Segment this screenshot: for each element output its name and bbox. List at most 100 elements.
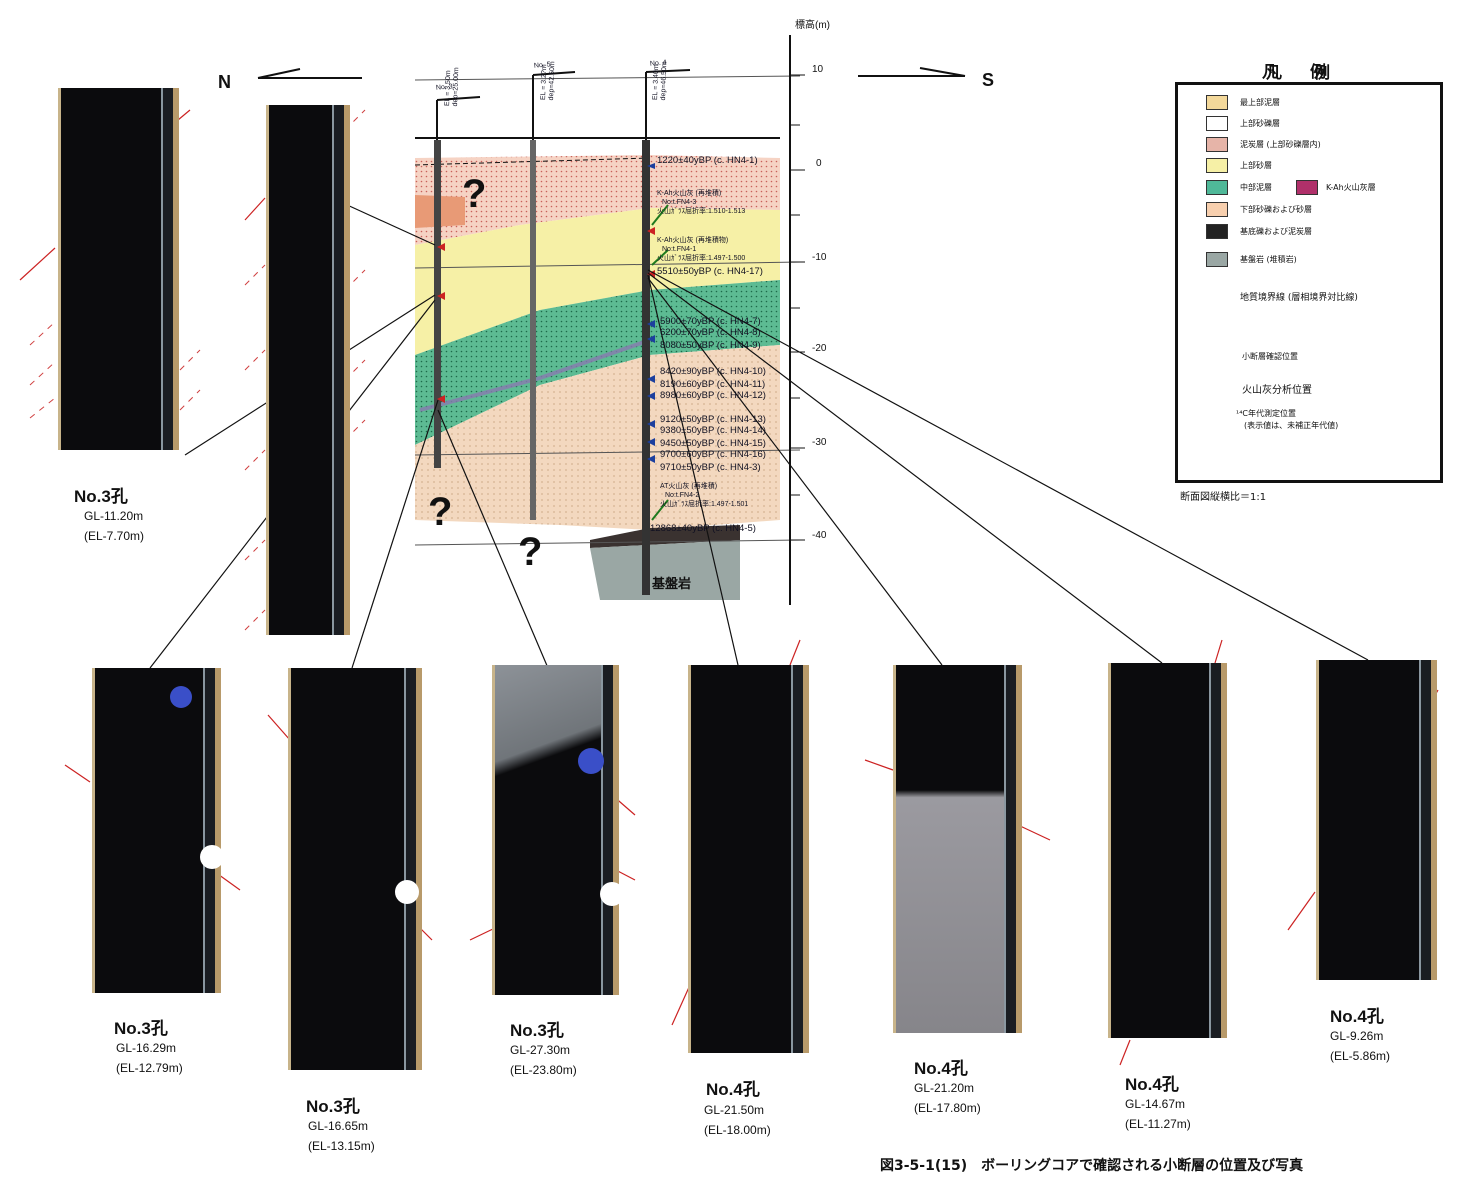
- legend-label-1: 最上部泥層: [1240, 98, 1280, 107]
- layer-lower-gravel-sand: [415, 345, 780, 530]
- legend-label-9: 基盤岩 (堆積岩): [1240, 255, 1297, 264]
- caption-8-el: (EL-5.86m): [1330, 1049, 1391, 1063]
- caption-5-hole: No.4孔: [706, 1080, 760, 1099]
- annotation-1: 1220±40yBP (c. HN4-1): [657, 155, 758, 166]
- south-arrow-head: [919, 67, 966, 77]
- photo-fault-arrows: [19, 109, 1439, 1066]
- photo-white-dot-1: [200, 845, 224, 869]
- annotation-23: 12868±40yBP (c. HN4-5): [650, 523, 756, 534]
- annotation-7: 火山ｶﾞﾗｽ屈折率:1.497-1.500: [657, 255, 746, 262]
- annotation-6: No:t.FN4-1: [662, 246, 697, 253]
- legend-swatch-2: [1206, 116, 1228, 131]
- caption-5-gl: GL-21.50m: [704, 1103, 765, 1117]
- caption-4-el: (EL-23.80m): [510, 1063, 577, 1077]
- core-photo-no3-gl11.20: [58, 88, 179, 450]
- question-mark-upper: ?: [462, 172, 487, 216]
- annotation-2: K-Ah火山灰 (再堆積): [657, 190, 722, 197]
- south-label: S: [982, 70, 995, 90]
- annotation-18: 9700±60yBP (c. HN4-16): [660, 449, 766, 460]
- annotation-14: 8980±60yBP (c. HN4-12): [660, 390, 766, 401]
- caption-2-gl: GL-16.29m: [116, 1041, 177, 1055]
- photo-blue-dot-1: [170, 686, 192, 708]
- borehole-no4-flag: [645, 69, 691, 73]
- caption-7-el: (EL-11.27m): [1125, 1117, 1191, 1131]
- caption-8-gl: GL-9.26m: [1330, 1029, 1384, 1043]
- caption-2-el: (EL-12.79m): [116, 1061, 183, 1075]
- legend-swatch-9: [1206, 252, 1228, 267]
- caption-1-gl: GL-11.20m: [84, 509, 144, 523]
- annotation-20: AT火山灰 (再堆積): [660, 483, 718, 490]
- caption-7-gl: GL-14.67m: [1125, 1097, 1186, 1111]
- caption-1-el: (EL-7.70m): [84, 529, 145, 543]
- annotation-15: 9120±50yBP (c. HN4-13): [660, 414, 766, 425]
- layer-basement-rock: [590, 540, 740, 600]
- scale-tick-minus40: -40: [812, 530, 827, 541]
- legend-symbol-date-note: (表示値は、未補正年代値): [1244, 421, 1339, 430]
- annotation-10: 6200±70yBP (c. HN4-8): [660, 327, 761, 338]
- kah-ash-line: [419, 338, 651, 412]
- annotation-4: 火山ｶﾞﾗｽ屈折率:1.510-1.513: [657, 208, 746, 215]
- legend-label-6: K-Ah火山灰層: [1326, 183, 1376, 192]
- core-photo-no3-gl16.65: [288, 668, 422, 1070]
- dashed-boundary: [414, 157, 651, 166]
- connector-lines: [149, 203, 1369, 669]
- caption-2-hole: No.3孔: [114, 1019, 168, 1038]
- scale-tick-10: 10: [812, 64, 824, 75]
- scale-tick-minus30: -30: [812, 437, 827, 448]
- legend-label-5: 中部泥層: [1240, 183, 1272, 192]
- photo-white-dot-2: [395, 880, 419, 904]
- annotation-3: No:t.FN4-3: [662, 199, 697, 206]
- borehole-no5-column: [530, 140, 536, 520]
- scale-tick-minus20: -20: [812, 343, 827, 354]
- layer-uppermost-mud: [415, 148, 780, 158]
- date-markers: [647, 163, 655, 463]
- borehole-no3-column: [434, 140, 441, 468]
- core-photo-no4-gl9.26: [1316, 660, 1437, 980]
- datum-line-0: [414, 75, 801, 81]
- ash-markers: [651, 204, 669, 521]
- legend-title-outer: 凡 例: [1262, 62, 1327, 81]
- datum-line-30: [414, 449, 801, 456]
- north-label: N: [218, 72, 231, 92]
- annotation-16: 9380±50yBP (c. HN4-14): [660, 425, 766, 436]
- annotation-21: No:t.FN4-2: [665, 492, 700, 499]
- legend-swatch-5: [1206, 180, 1228, 195]
- legend-ratio: 断面図縦横比＝1:1: [1180, 492, 1267, 503]
- caption-7-hole: No.4孔: [1125, 1075, 1179, 1094]
- caption-6-gl: GL-21.20m: [914, 1081, 975, 1095]
- elevation-scale-ticks: [790, 74, 805, 541]
- borehole-no4-column: [642, 140, 650, 595]
- annotation-13: 8190±60yBP (c. HN4-11): [660, 379, 766, 390]
- legend-line-label: 地質境界線 (層相境界対比線): [1240, 293, 1358, 303]
- legend-symbol-date: ¹⁴C年代測定位置: [1236, 409, 1296, 418]
- geologic-layers: [415, 148, 780, 600]
- caption-3-gl: GL-16.65m: [308, 1119, 369, 1133]
- annotation-11: 8080±50yBP (c. HN4-9): [660, 340, 761, 351]
- caption-5-el: (EL-18.00m): [704, 1123, 771, 1137]
- annotation-17: 9450±50yBP (c. HN4-15): [660, 438, 766, 449]
- annotation-8: 5510±50yBP (c. HN4-17): [657, 266, 763, 277]
- legend-label-4: 上部砂層: [1240, 161, 1272, 170]
- legend-symbol-fault: 小断層確認位置: [1242, 352, 1298, 361]
- datum-line-10: [414, 261, 801, 269]
- legend-label-3: 泥炭層 (上部砂礫層内): [1240, 140, 1321, 149]
- caption-3-hole: No.3孔: [306, 1097, 360, 1116]
- fault-markers: [437, 227, 655, 403]
- basement-rock-label: 基盤岩: [652, 577, 692, 592]
- annotation-5: K-Ah火山灰 (再堆積物): [657, 237, 729, 244]
- borehole-no5-info: EL = 3.2?m dep=42.50m: [540, 61, 557, 101]
- legend-title: 凡 例: [1266, 63, 1331, 82]
- north-arrow-head: [257, 68, 301, 79]
- borehole-no5-flag: [532, 71, 576, 76]
- annotation-12: 8420±90yBP (c. HN4-10): [660, 366, 766, 377]
- caption-3-el: (EL-13.15m): [308, 1139, 375, 1153]
- scale-title: 標高(m): [795, 20, 830, 31]
- core-photo-no4-gl21.20: [893, 665, 1022, 1033]
- photo-white-dot-3: [600, 882, 624, 906]
- borehole-no3-info: EL = 3.50m dep=25.00m: [444, 67, 461, 107]
- question-mark-lower-center: ?: [518, 530, 543, 574]
- legend-swatch-6: [1296, 180, 1318, 195]
- legend-swatch-4: [1206, 158, 1228, 173]
- annotation-19: 9710±50yBP (c. HN4-3): [660, 462, 761, 473]
- core-photo-no3-gl16.29: [92, 668, 221, 993]
